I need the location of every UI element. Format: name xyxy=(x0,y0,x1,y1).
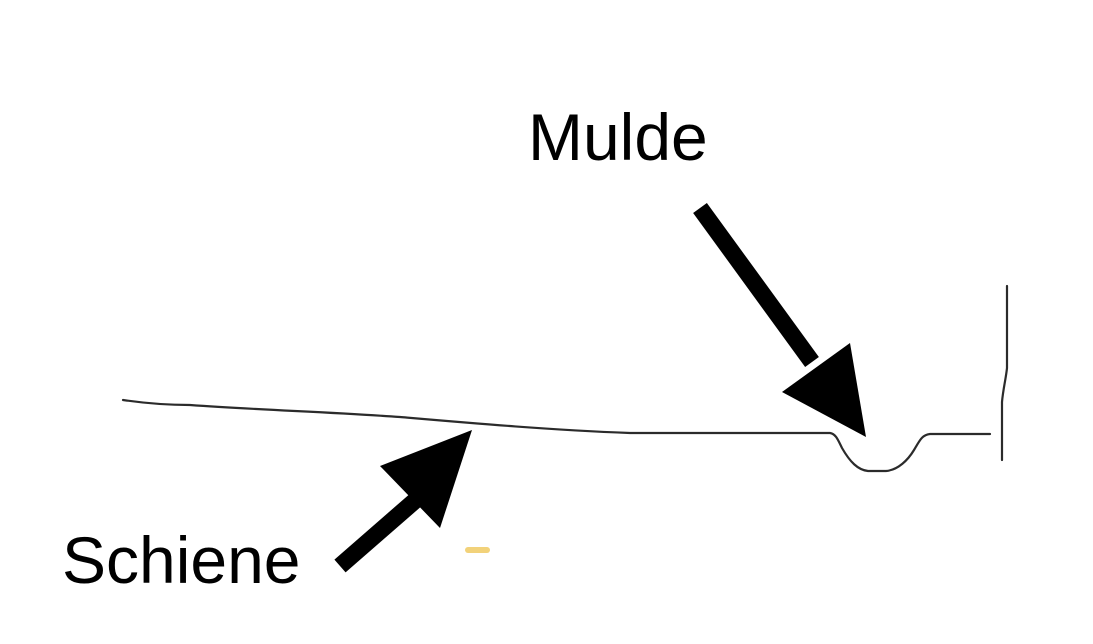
vertical-edge-line xyxy=(1000,284,1009,462)
schiene-arrow-icon xyxy=(334,430,472,573)
mulde-label: Mulde xyxy=(528,100,708,174)
mulde-arrow-icon xyxy=(693,203,866,437)
rail-profile-line xyxy=(121,398,992,473)
yellow-mark xyxy=(465,547,490,553)
schiene-label: Schiene xyxy=(62,523,301,597)
